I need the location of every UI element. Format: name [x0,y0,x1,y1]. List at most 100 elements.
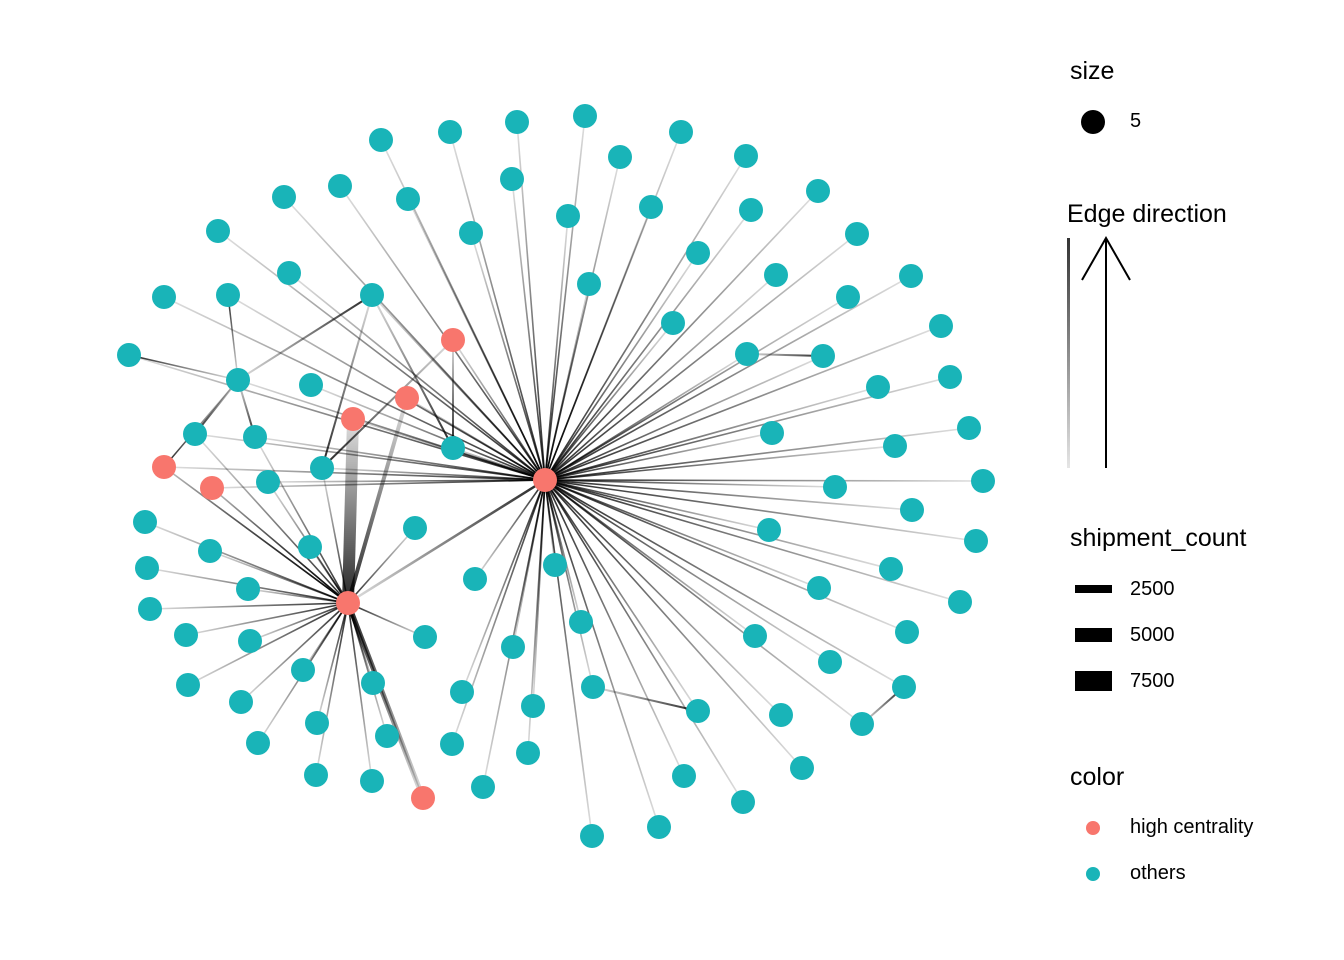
edge [544,479,913,511]
edge [128,354,239,381]
edge [217,230,546,481]
edge [149,602,349,610]
edge [544,479,593,837]
node-others [743,624,767,648]
node-others [836,285,860,309]
node-others [879,557,903,581]
node-others [229,690,253,714]
node-others [152,285,176,309]
edge [347,527,416,604]
edge [321,467,546,481]
edge [511,178,546,481]
node-others [441,436,465,460]
node-others [305,711,329,735]
node-others [369,128,393,152]
edge [209,550,349,604]
edge [544,479,984,482]
node-high-centrality [152,455,176,479]
node-others [471,775,495,799]
node-others [291,658,315,682]
color-legend-title: color [1070,763,1125,791]
edge [163,466,349,604]
node-others [304,763,328,787]
node-others [310,456,334,480]
node-others [450,680,474,704]
edge [544,479,892,570]
edge [544,479,863,725]
node-others [900,498,924,522]
edge [267,479,546,483]
node-others [892,675,916,699]
edge [544,275,912,481]
node-others [459,221,483,245]
shipment-count-key-2500 [1075,585,1112,593]
node-others [174,623,198,647]
node-others [440,732,464,756]
node-others [413,625,437,649]
edge [449,131,546,481]
edge [187,602,349,686]
node-others [360,769,384,793]
edge [544,206,652,481]
edge-direction-arrow-icon [1081,235,1131,468]
node-others [138,597,162,621]
node-others [899,264,923,288]
edge [470,232,546,481]
edge [315,602,349,776]
edge [544,296,849,481]
node-others [135,556,159,580]
edge [544,215,569,481]
node-others [361,671,385,695]
node-others [957,416,981,440]
edge [544,479,961,603]
node-others [929,314,953,338]
node-others [731,790,755,814]
node-others [760,421,784,445]
node-others [521,694,545,718]
node-others [938,365,962,389]
node-others [360,283,384,307]
node-others [818,650,842,674]
color-key-high-centrality [1086,821,1100,835]
node-others [198,539,222,563]
node-others [866,375,890,399]
node-high-centrality [395,386,419,410]
edge [247,588,349,604]
size-legend-label: 5 [1130,110,1142,132]
node-others [790,756,814,780]
edge [371,294,546,481]
node-others [895,620,919,644]
edge [544,479,836,488]
edge [544,115,586,481]
node-others [403,516,427,540]
node-others [299,373,323,397]
node-others [226,368,250,392]
edge [544,376,951,481]
node-others [845,222,869,246]
node-others [686,241,710,265]
node-others [608,145,632,169]
edge [185,602,349,636]
edge [254,436,546,481]
edge [544,479,782,716]
edge [746,353,824,357]
edge [544,274,777,481]
size-legend-dot [1081,110,1105,134]
node-others [396,187,420,211]
node-others [739,198,763,222]
edge [347,478,546,605]
edge [544,479,594,688]
edge [544,479,660,828]
node-others [438,120,462,144]
node-others [672,764,696,788]
node-others [647,815,671,839]
node-others [500,167,524,191]
shipment-count-key-7500 [1075,671,1112,691]
node-high-centrality [336,591,360,615]
edge [227,294,546,481]
edges [128,115,984,837]
edge [163,379,239,468]
edge [194,433,349,604]
edge [544,479,908,633]
node-others [569,610,593,634]
